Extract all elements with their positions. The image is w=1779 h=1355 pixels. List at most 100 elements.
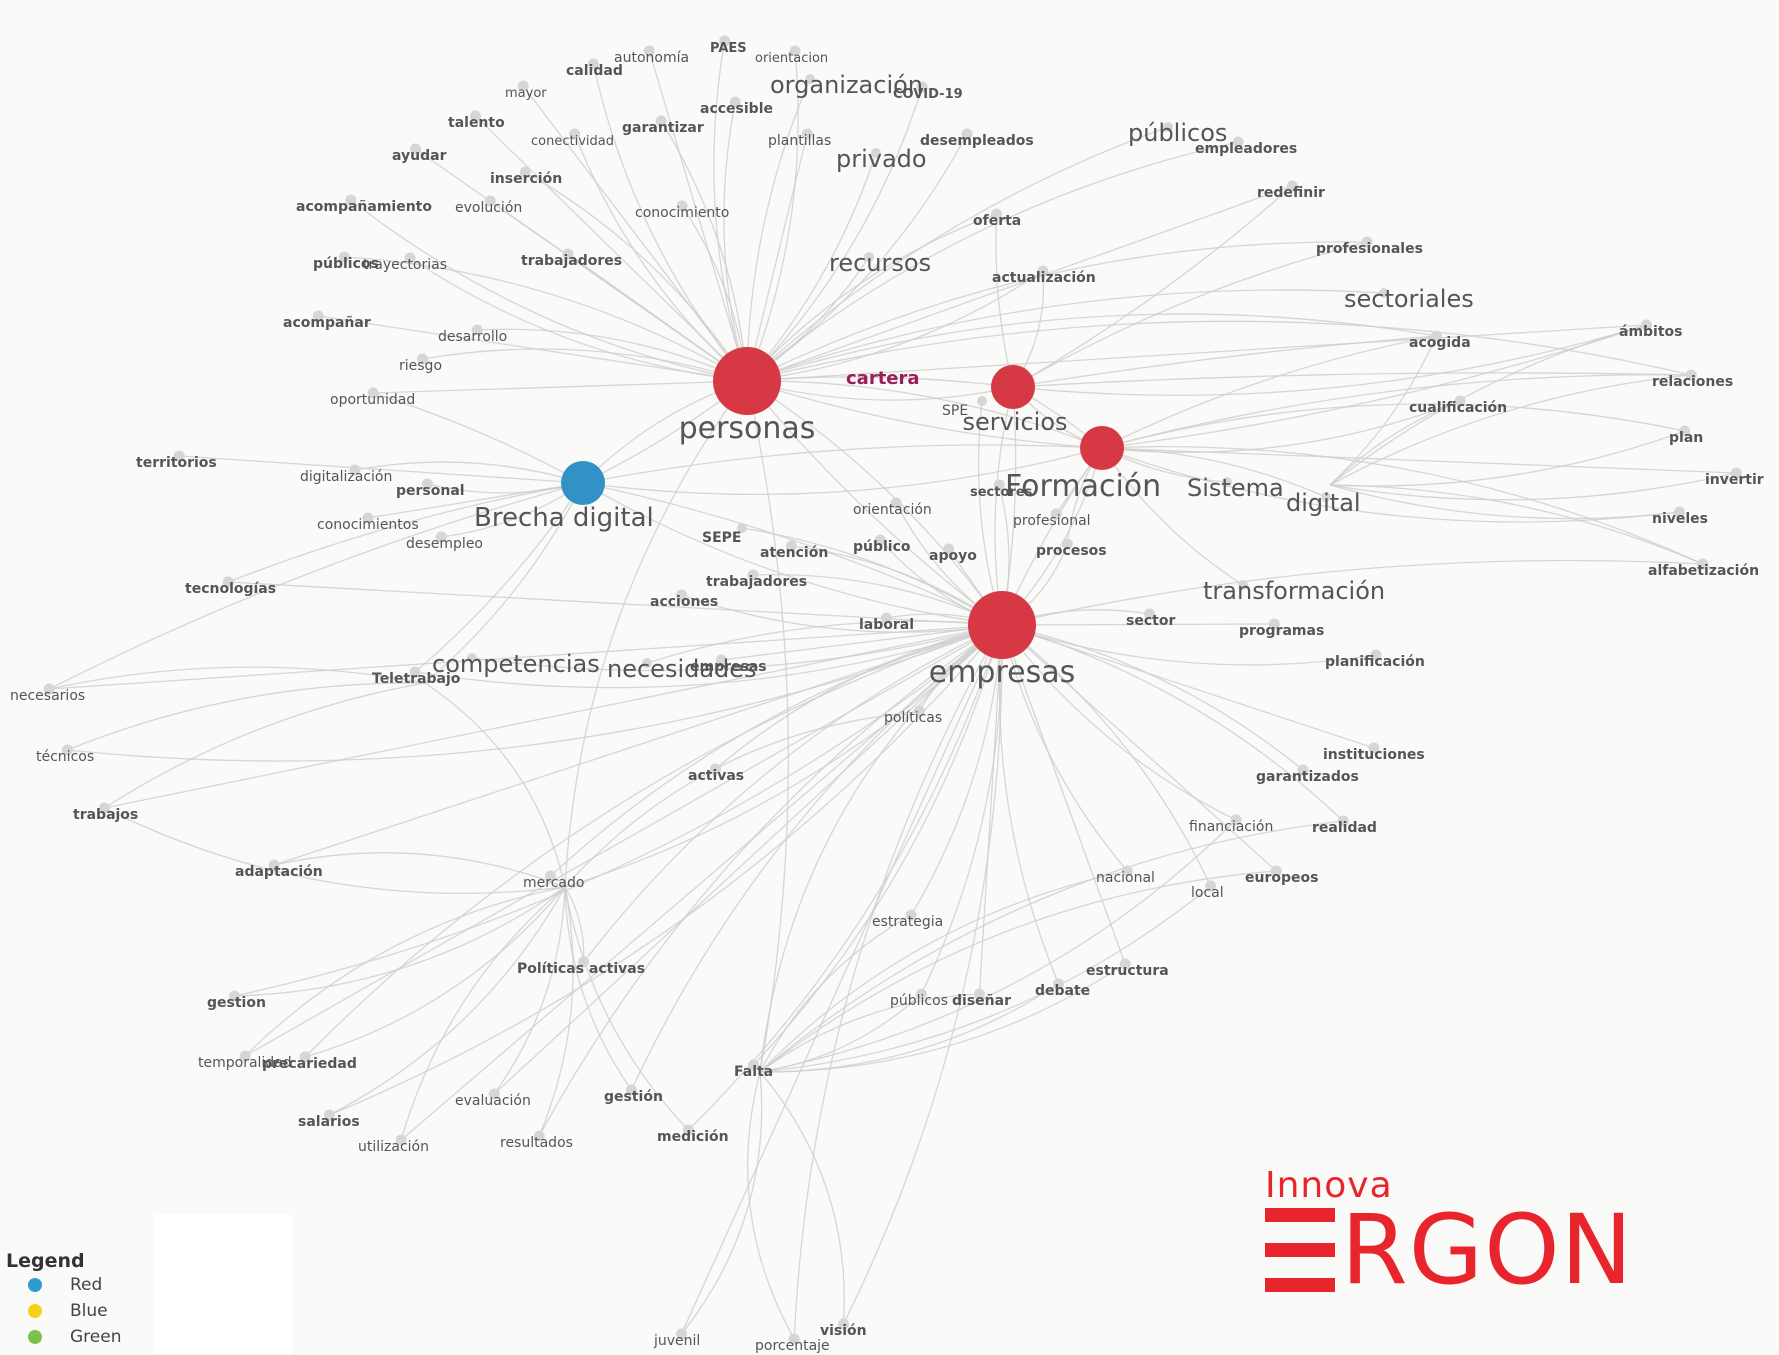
term-node[interactable]: [1050, 508, 1062, 520]
term-node[interactable]: [1163, 122, 1173, 132]
term-node[interactable]: [519, 166, 531, 178]
term-node[interactable]: [469, 110, 481, 122]
term-node[interactable]: [98, 802, 110, 814]
legend-item-red[interactable]: Red: [28, 1272, 294, 1298]
term-node[interactable]: [569, 128, 581, 140]
term-node[interactable]: [239, 1050, 251, 1062]
term-node[interactable]: [977, 396, 987, 406]
term-node[interactable]: [421, 478, 433, 490]
term-node[interactable]: [715, 654, 727, 666]
term-node[interactable]: [362, 512, 374, 524]
hub-node-servicios[interactable]: [991, 365, 1035, 409]
term-node[interactable]: [173, 450, 185, 462]
term-node[interactable]: [676, 200, 688, 212]
term-node[interactable]: [1640, 319, 1652, 331]
term-node[interactable]: [404, 252, 416, 264]
term-node[interactable]: [349, 464, 361, 476]
term-node[interactable]: [578, 956, 590, 968]
term-node[interactable]: [1361, 236, 1373, 248]
term-node[interactable]: [838, 1318, 850, 1330]
term-node[interactable]: [1321, 492, 1331, 502]
term-node[interactable]: [409, 666, 421, 678]
term-node[interactable]: [467, 653, 477, 663]
term-node[interactable]: [1368, 742, 1380, 754]
term-node[interactable]: [874, 534, 886, 546]
term-node[interactable]: [587, 58, 599, 70]
term-node[interactable]: [748, 1059, 760, 1071]
term-node[interactable]: [643, 45, 655, 57]
term-node[interactable]: [788, 1333, 800, 1345]
term-node[interactable]: [533, 1130, 545, 1142]
term-node[interactable]: [789, 45, 801, 57]
term-node[interactable]: [871, 148, 881, 158]
term-node[interactable]: [1053, 978, 1065, 990]
term-node[interactable]: [943, 543, 955, 555]
term-node[interactable]: [1286, 180, 1298, 192]
term-node[interactable]: [367, 387, 379, 399]
term-node[interactable]: [312, 310, 324, 322]
term-node[interactable]: [1730, 467, 1742, 479]
term-node[interactable]: [890, 497, 902, 509]
term-node[interactable]: [675, 1328, 687, 1340]
term-node[interactable]: [682, 1124, 694, 1136]
term-node[interactable]: [1370, 649, 1382, 661]
term-node[interactable]: [484, 195, 496, 207]
term-node[interactable]: [517, 80, 529, 92]
hub-node-personas[interactable]: [713, 347, 781, 415]
term-node[interactable]: [785, 540, 797, 552]
hub-node-brecha[interactable]: [561, 461, 605, 505]
term-node[interactable]: [1222, 477, 1232, 487]
term-node[interactable]: [1037, 265, 1049, 277]
term-node[interactable]: [562, 248, 574, 260]
term-node[interactable]: [1061, 538, 1073, 550]
term-node[interactable]: [1144, 608, 1156, 620]
term-node[interactable]: [864, 252, 874, 262]
term-node[interactable]: [61, 744, 73, 756]
term-node[interactable]: [1238, 580, 1248, 590]
term-node[interactable]: [488, 1088, 500, 1100]
hub-node-empresas[interactable]: [968, 591, 1036, 659]
term-node[interactable]: [1119, 958, 1131, 970]
term-node[interactable]: [1430, 330, 1442, 342]
term-node[interactable]: [709, 763, 721, 775]
term-node[interactable]: [417, 353, 429, 365]
term-node[interactable]: [642, 658, 652, 668]
term-node[interactable]: [1337, 815, 1349, 827]
term-node[interactable]: [961, 128, 973, 140]
term-node[interactable]: [1121, 865, 1133, 877]
term-node[interactable]: [1297, 764, 1309, 776]
term-node[interactable]: [916, 81, 928, 93]
term-node[interactable]: [268, 859, 280, 871]
term-node[interactable]: [729, 96, 741, 108]
term-node[interactable]: [1205, 880, 1217, 892]
term-node[interactable]: [222, 576, 234, 588]
term-node[interactable]: [1673, 506, 1685, 518]
term-node[interactable]: [410, 143, 422, 155]
term-node[interactable]: [299, 1051, 311, 1063]
term-node[interactable]: [991, 208, 1003, 220]
term-node[interactable]: [228, 990, 240, 1002]
term-node[interactable]: [1268, 618, 1280, 630]
term-node[interactable]: [323, 1109, 335, 1121]
legend-item-blue[interactable]: Blue: [28, 1298, 294, 1324]
term-node[interactable]: [973, 988, 985, 1000]
term-node[interactable]: [675, 589, 687, 601]
term-node[interactable]: [1454, 395, 1466, 407]
hub-node-formacion[interactable]: [1080, 426, 1124, 470]
legend-item-green[interactable]: Green: [28, 1324, 294, 1350]
term-node[interactable]: [880, 612, 892, 624]
term-node[interactable]: [915, 988, 927, 1000]
term-node[interactable]: [737, 523, 747, 533]
term-node[interactable]: [345, 194, 357, 206]
term-node[interactable]: [801, 128, 813, 140]
term-node[interactable]: [993, 479, 1005, 491]
term-node[interactable]: [655, 115, 667, 127]
term-node[interactable]: [544, 870, 556, 882]
term-node[interactable]: [805, 74, 815, 84]
term-node[interactable]: [905, 909, 917, 921]
term-node[interactable]: [435, 531, 447, 543]
term-node[interactable]: [1230, 814, 1242, 826]
term-node[interactable]: [719, 35, 731, 47]
term-node[interactable]: [338, 251, 350, 263]
term-node[interactable]: [395, 1134, 407, 1146]
